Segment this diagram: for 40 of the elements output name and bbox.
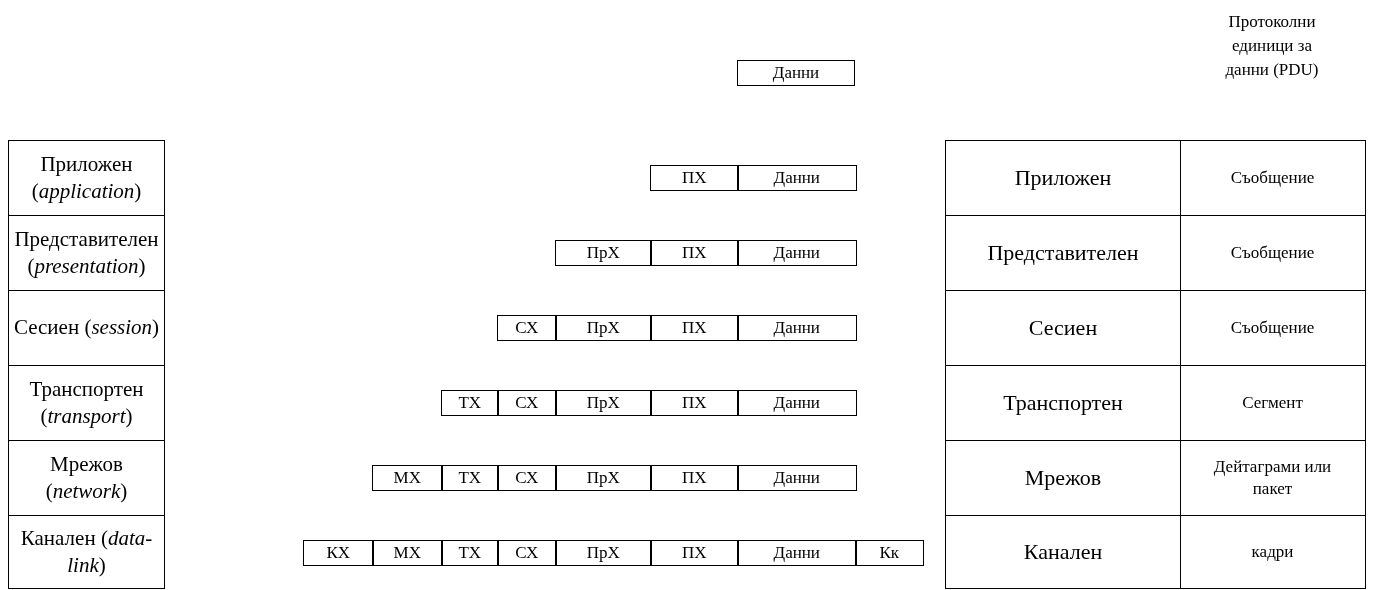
- header-field-box: Данни: [737, 315, 857, 341]
- header-field-box: ТХ: [441, 540, 499, 566]
- layer-cell: Транспортен (transport): [8, 365, 165, 441]
- header-field-box: ПХ: [650, 240, 739, 266]
- header-field-box: КХ: [303, 540, 374, 566]
- header-field-box: ПХ: [650, 165, 739, 191]
- header-field-box: МХ: [372, 465, 443, 491]
- header-field-box: ПХ: [650, 465, 739, 491]
- header-field-box: ТХ: [441, 390, 499, 416]
- header-field-box: Данни: [737, 465, 857, 491]
- header-field-box: ТХ: [441, 465, 499, 491]
- header-field-box: Кк: [855, 540, 924, 566]
- header-field-box: ПрХ: [555, 240, 652, 266]
- header-field-box: ПрХ: [555, 540, 652, 566]
- pdu-cell: Съобщение: [1179, 140, 1366, 216]
- header-field-box: Данни: [737, 390, 857, 416]
- header-field-box: СХ: [497, 465, 557, 491]
- header-field-box: ПХ: [650, 315, 739, 341]
- header-field-box: МХ: [372, 540, 443, 566]
- column-heading: Протоколни единици за данни (PDU): [1224, 11, 1320, 81]
- layer-name-cell: Приложен: [945, 140, 1181, 216]
- layer-cell: Представителен (presentation): [8, 215, 165, 291]
- header-field-box: СХ: [497, 390, 557, 416]
- header-field-box: Данни: [737, 540, 857, 566]
- header-field-box: Данни: [737, 240, 857, 266]
- header-field-box: Данни: [737, 165, 857, 191]
- header-field-box: ПрХ: [555, 315, 652, 341]
- header-field-box: Данни: [737, 60, 855, 86]
- layer-cell: Приложен (application): [8, 140, 165, 216]
- header-field-box: СХ: [497, 315, 557, 341]
- layer-name-cell: Канален: [945, 515, 1181, 589]
- layer-cell: Канален (data-link): [8, 515, 165, 589]
- header-field-box: ПХ: [650, 390, 739, 416]
- header-field-box: ПХ: [650, 540, 739, 566]
- header-field-box: ПрХ: [555, 390, 652, 416]
- header-field-box: ПрХ: [555, 465, 652, 491]
- header-field-box: СХ: [497, 540, 557, 566]
- layer-cell: Мрежов (network): [8, 440, 165, 516]
- pdu-cell: кадри: [1179, 515, 1366, 589]
- layer-cell: Сесиен (session): [8, 290, 165, 366]
